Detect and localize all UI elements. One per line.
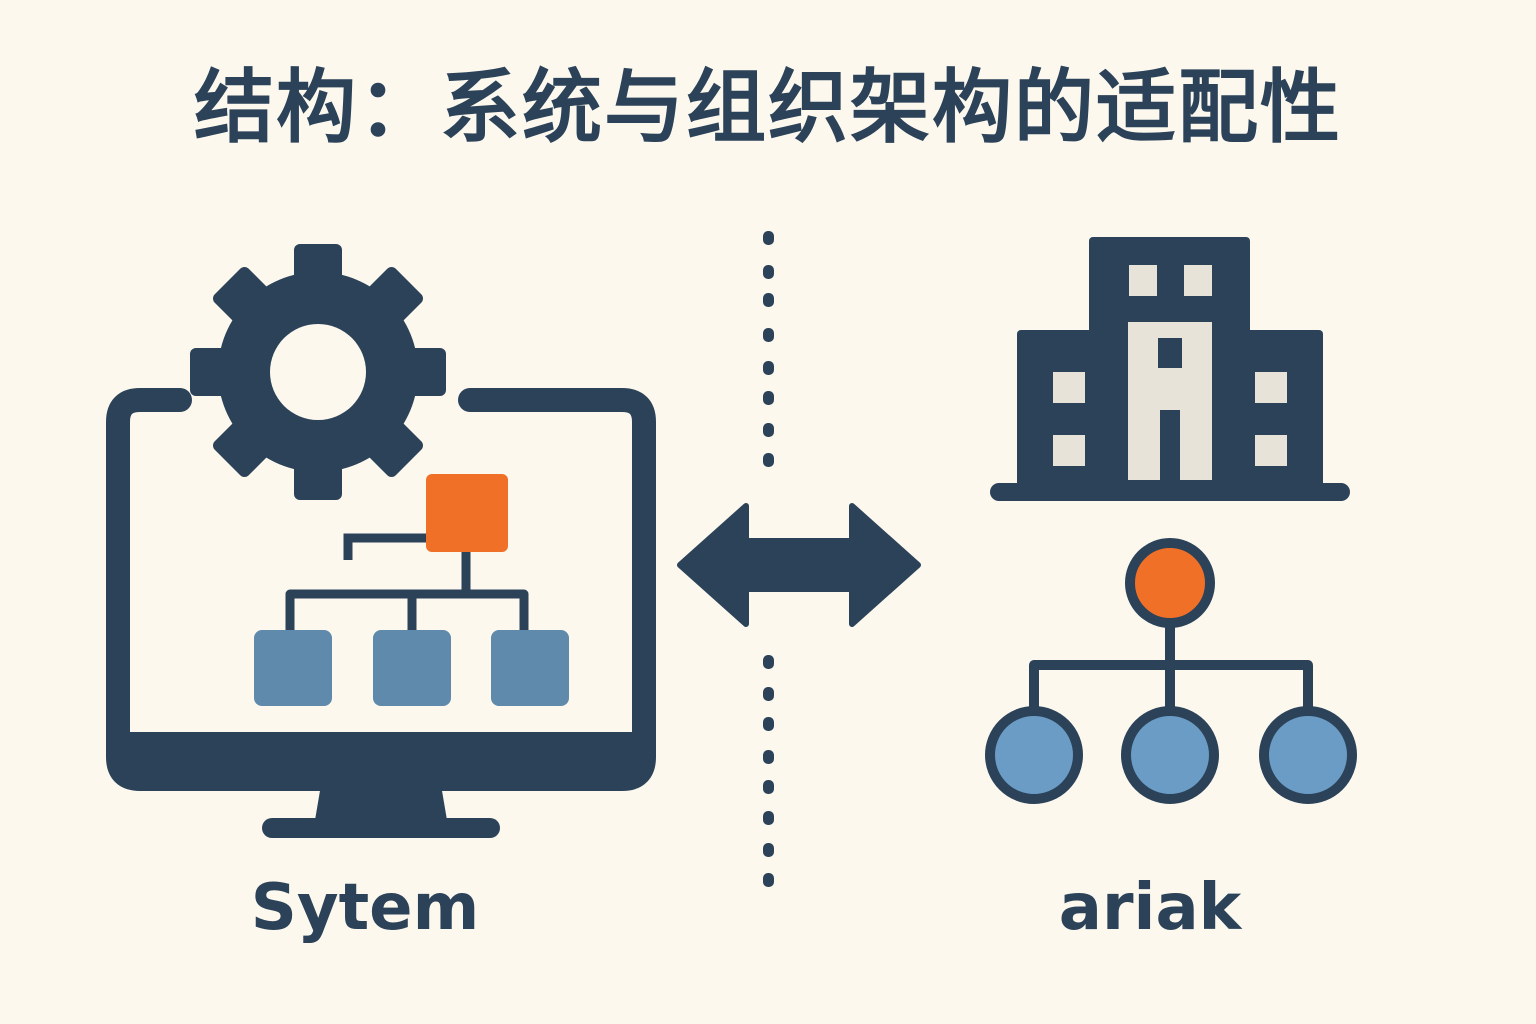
divider-dot — [763, 391, 774, 405]
window — [1255, 372, 1287, 403]
window — [1255, 435, 1287, 466]
window — [1053, 372, 1085, 403]
divider-dot — [763, 328, 774, 342]
divider-dot — [763, 655, 774, 669]
org-chart-icon — [985, 538, 1357, 804]
divider-dot — [763, 293, 774, 307]
child-node — [491, 630, 569, 706]
gear-icon — [190, 244, 446, 500]
divider-dot — [763, 423, 774, 437]
divider-dot — [763, 265, 774, 279]
divider-dot — [763, 873, 774, 887]
organization-label: ariak — [1058, 871, 1242, 945]
root-node — [1125, 538, 1215, 628]
divider-dot — [763, 453, 774, 467]
page-title: 结构：系统与组织架构的适配性 — [194, 61, 1342, 154]
divider-dot — [763, 361, 774, 375]
divider-dot — [763, 231, 774, 245]
dotted-divider — [763, 231, 774, 887]
divider-dot — [763, 843, 774, 857]
system-hierarchy-icon — [254, 474, 569, 706]
divider-dot — [763, 687, 774, 701]
child-node — [1259, 706, 1357, 804]
window — [1053, 435, 1085, 466]
double-arrow-icon — [677, 503, 921, 627]
divider-dot — [763, 780, 774, 794]
child-node — [985, 706, 1083, 804]
window — [1184, 265, 1212, 296]
child-node — [1121, 706, 1219, 804]
root-node — [426, 474, 508, 552]
divider-dot — [763, 811, 774, 825]
building-icon — [990, 237, 1350, 501]
computer-monitor-icon — [106, 388, 656, 838]
divider-dot — [763, 717, 774, 731]
system-label: Sytem — [250, 871, 480, 945]
child-node — [254, 630, 332, 706]
window — [1129, 265, 1157, 296]
divider-dot — [763, 750, 774, 764]
child-node — [373, 630, 451, 706]
